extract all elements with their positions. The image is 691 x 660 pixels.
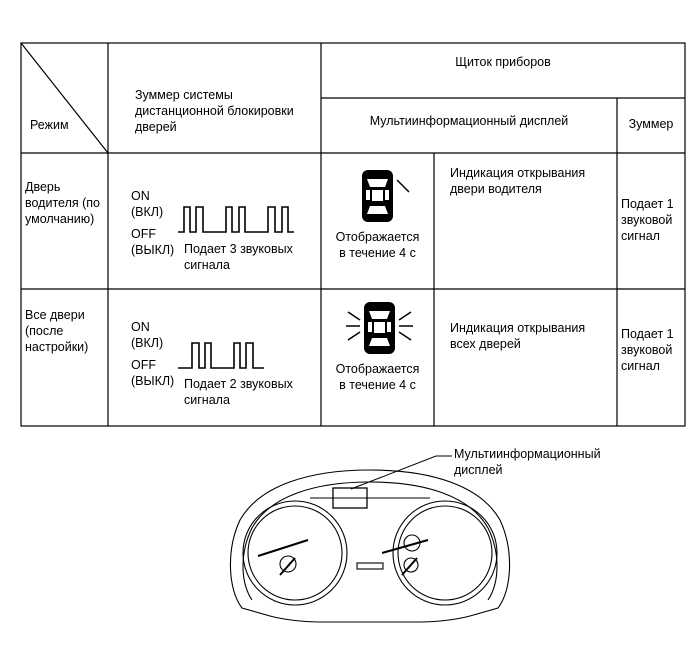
row1-buzzer-result: Подает 1 звуковой сигнал	[621, 197, 674, 243]
buzzer-system-header: Зуммер системы дистанционной блокировки …	[135, 88, 294, 134]
all-doors-open-icon	[346, 302, 413, 354]
row1-mode: Дверь водителя (по умолчанию)	[25, 180, 100, 226]
row1-off-label: OFF (ВЫКЛ)	[131, 227, 175, 257]
row2-mode: Все двери (после настройки)	[25, 308, 89, 354]
row2-buzzer-text: Подает 2 звуковых сигнала	[184, 377, 293, 407]
multi-display-header: Мультиинформационный дисплей	[369, 114, 569, 128]
row2-off-label: OFF (ВЫКЛ)	[131, 358, 175, 388]
row2-indication: Индикация открывания всех дверей	[450, 321, 586, 351]
driver-door-open-icon	[362, 170, 410, 222]
row2-buzzer-result: Подает 1 звуковой сигнал	[621, 327, 674, 373]
row1-on-label: ON (ВКЛ)	[131, 189, 164, 219]
row1-indication: Индикация открывания двери водителя	[450, 166, 586, 196]
row2-display-caption: Отображается в течение 4 с	[335, 362, 420, 392]
row2-buzzer-waveform	[178, 342, 264, 369]
row1-display-caption: Отображается в течение 4 с	[335, 230, 420, 260]
instrument-cluster-illustration	[229, 469, 511, 623]
buzzer-header: Зуммер	[628, 117, 674, 131]
multi-display-callout-label: Мультиинформационный дисплей	[454, 447, 601, 477]
instrument-panel-header: Щиток приборов	[455, 55, 551, 69]
row1-buzzer-text: Подает 3 звуковых сигнала	[184, 242, 293, 272]
row2-on-label: ON (ВКЛ)	[131, 320, 164, 350]
mode-header: Режим	[30, 118, 69, 132]
row1-buzzer-waveform	[178, 206, 294, 233]
